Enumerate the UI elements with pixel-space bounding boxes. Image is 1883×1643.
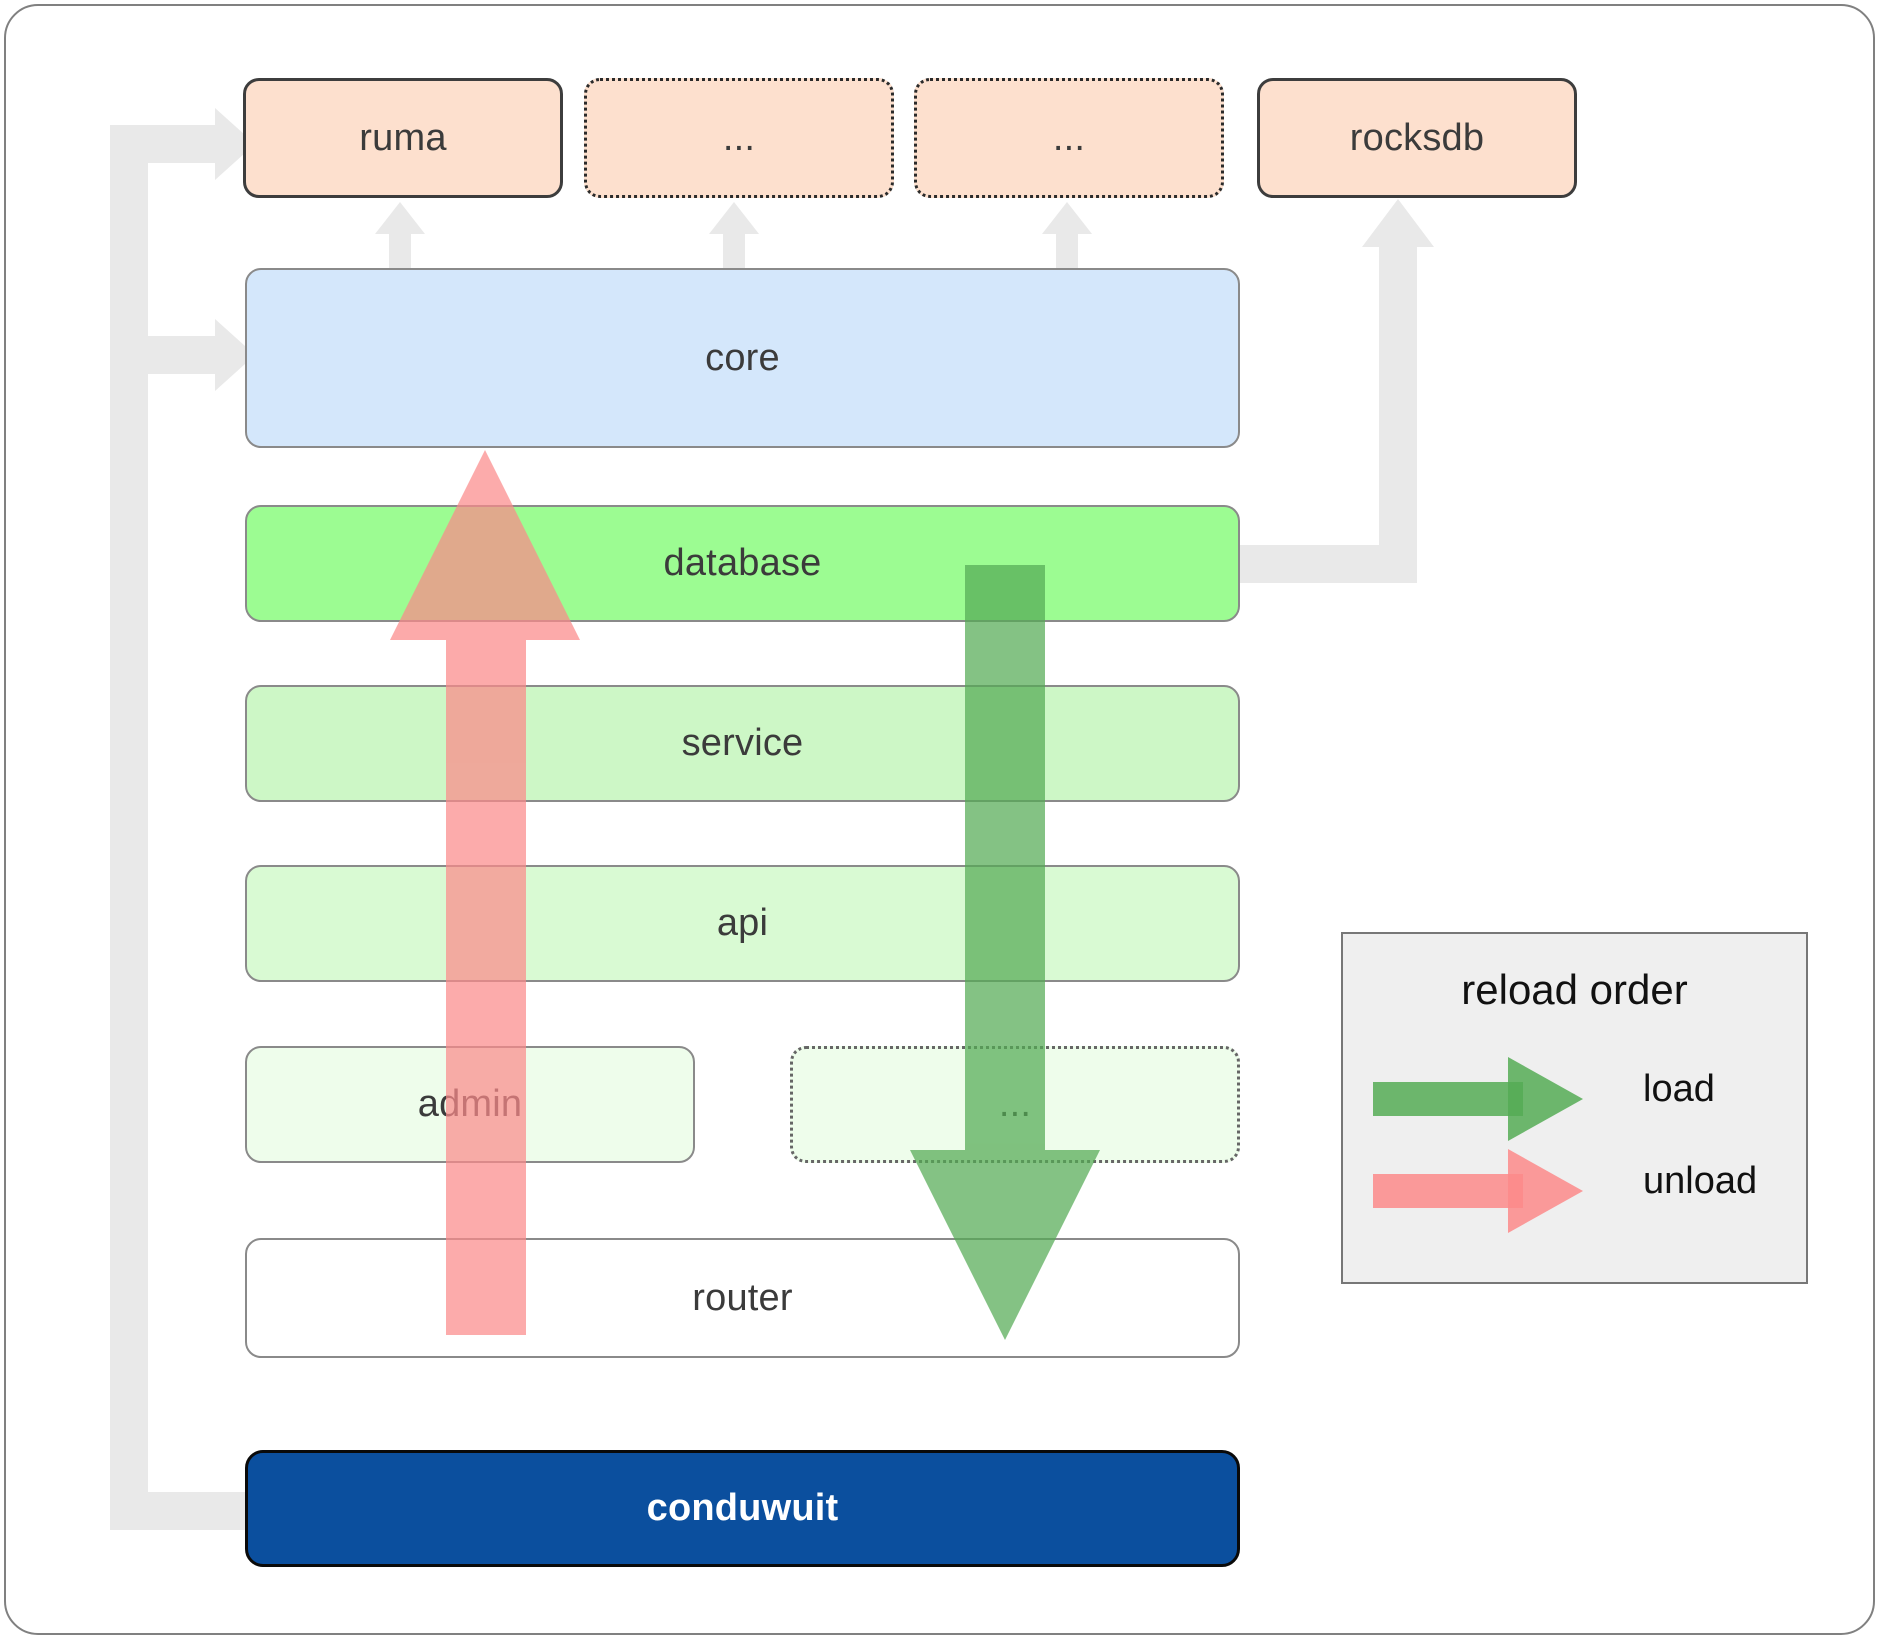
legend-row-unload: unload (1343, 1146, 1806, 1236)
node-service-label: service (681, 722, 804, 764)
connector-core-to-ruma-stem (389, 228, 411, 268)
legend-unload-label: unload (1643, 1160, 1758, 1202)
node-core[interactable]: core (245, 268, 1240, 448)
connector-database-to-rocksdb-vertical (1379, 235, 1417, 583)
node-conduwuit[interactable]: conduwuit (245, 1450, 1240, 1567)
legend-unload-arrow-head (1508, 1149, 1583, 1233)
legend-load-label: load (1643, 1068, 1715, 1110)
node-conduwuit-label: conduwuit (646, 1487, 839, 1529)
connector-left-bottom-stub (110, 1492, 255, 1530)
node-rocksdb[interactable]: rocksdb (1257, 78, 1577, 198)
legend-row-load: load (1343, 1054, 1806, 1144)
connector-core-to-ellipsis1-stem (723, 228, 745, 268)
node-router[interactable]: router (245, 1238, 1240, 1358)
node-rocksdb-label: rocksdb (1349, 116, 1485, 159)
legend-unload-arrow-shaft (1373, 1174, 1523, 1208)
node-top-ellipsis-2-label: ... (1052, 116, 1086, 159)
connector-core-to-ellipsis1-head (709, 202, 759, 234)
node-router-label: router (692, 1276, 793, 1319)
connector-core-to-ruma-head (375, 202, 425, 234)
connector-core-to-ellipsis2-stem (1056, 228, 1078, 268)
legend-title: reload order (1461, 966, 1688, 1013)
connector-left-to-ruma (110, 125, 220, 163)
connector-core-to-ellipsis2-head (1042, 202, 1092, 234)
node-top-ellipsis-2[interactable]: ... (914, 78, 1224, 198)
node-admin[interactable]: admin (245, 1046, 695, 1163)
node-top-ellipsis-1-label: ... (722, 116, 756, 159)
node-ruma[interactable]: ruma (243, 78, 563, 198)
legend-load-arrow-head (1508, 1057, 1583, 1141)
node-database-label: database (663, 542, 822, 584)
legend-load-arrow-shaft (1373, 1082, 1523, 1116)
node-service[interactable]: service (245, 685, 1240, 802)
legend-panel: reload order load unload (1341, 932, 1808, 1284)
node-ruma-label: ruma (359, 116, 447, 159)
node-bottom-ellipsis[interactable]: ... (790, 1046, 1240, 1163)
node-top-ellipsis-1[interactable]: ... (584, 78, 894, 198)
node-core-label: core (705, 336, 780, 379)
connector-arrow-to-rocksdb (1362, 199, 1434, 247)
node-api-label: api (716, 902, 769, 944)
connector-left-to-core (110, 336, 220, 374)
node-api[interactable]: api (245, 865, 1240, 982)
node-database[interactable]: database (245, 505, 1240, 622)
diagram-outer-frame (4, 4, 1875, 1635)
node-admin-label: admin (417, 1083, 523, 1125)
node-bottom-ellipsis-label: ... (998, 1083, 1032, 1125)
